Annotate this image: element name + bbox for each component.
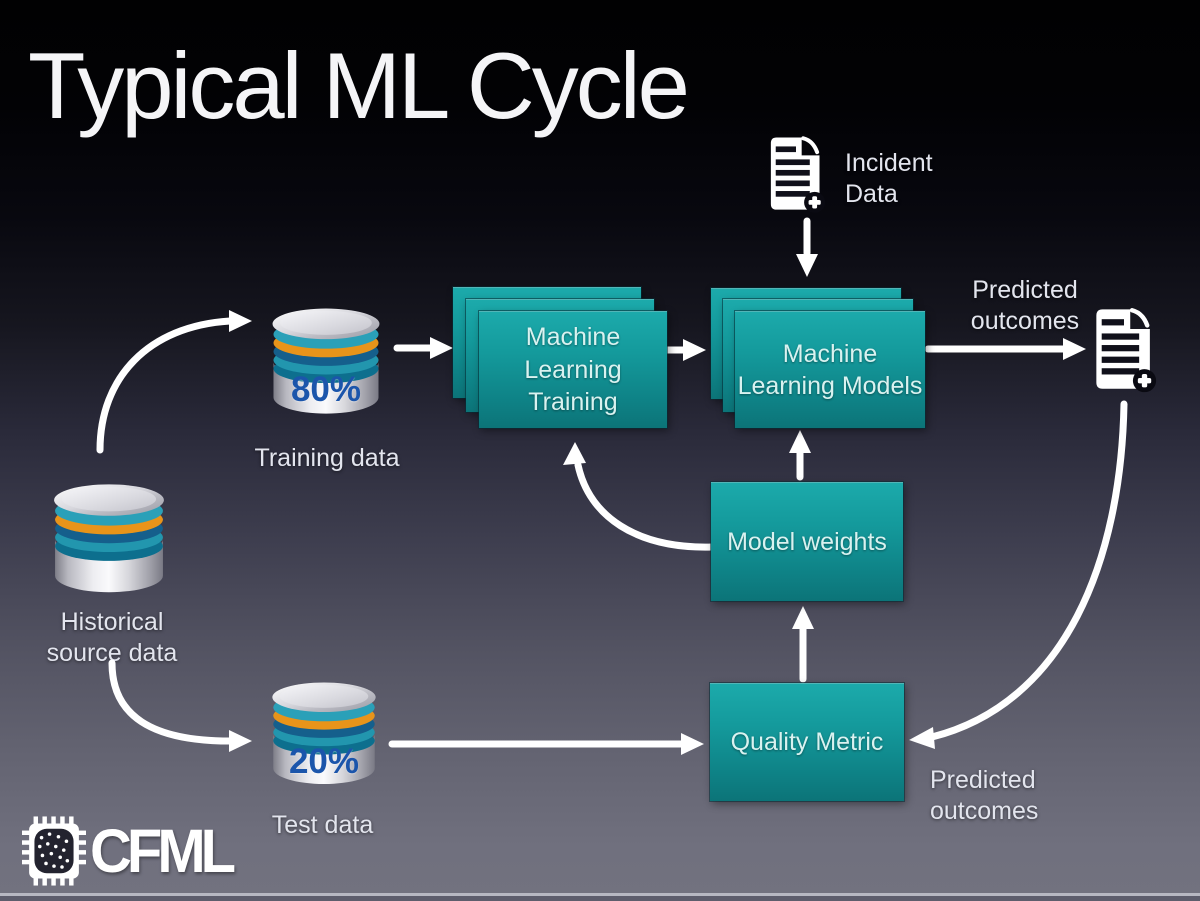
historical-source-database-icon xyxy=(40,453,178,605)
predicted-outcomes-top-label: Predicted outcomes xyxy=(970,276,1080,336)
training-data-label: Training data xyxy=(254,444,400,472)
arrow-incident-to-ml-models-icon xyxy=(796,217,818,277)
incident-data-label: Incident Data xyxy=(845,149,933,209)
arrow-ml-models-to-outcomes-icon xyxy=(924,338,1086,360)
chip-brain-icon xyxy=(22,816,86,886)
quality-metric-box: Quality Metric xyxy=(709,682,905,802)
arrow-historical-to-test-icon xyxy=(108,659,252,752)
predicted-outcomes-document-plus-icon xyxy=(1091,303,1157,396)
quality-metric-label: Quality Metric xyxy=(730,728,884,757)
test-data-label: Test data xyxy=(271,811,374,839)
training-percent: 80% xyxy=(290,369,362,409)
model-weights-label: Model weights xyxy=(727,527,887,556)
arrow-quality-to-weights-icon xyxy=(792,606,814,683)
ml-models-label: Machine Learning Models xyxy=(737,339,923,401)
arrow-test-to-quality-icon xyxy=(388,733,704,755)
stack-layer-front: Machine Learning Models xyxy=(734,310,926,429)
slide-title: Typical ML Cycle xyxy=(28,33,690,138)
training-data-database-icon: 80% xyxy=(262,278,390,426)
predicted-outcomes-bottom-label: Predicted outcomes xyxy=(930,766,1039,826)
cfml-logo: CFML xyxy=(22,816,236,886)
bottom-edge xyxy=(0,896,1200,901)
ml-training-label: Machine Learning Training xyxy=(524,323,622,417)
arrow-outcomes-to-quality-icon xyxy=(909,400,1128,749)
arrow-training-data-to-ml-training-icon xyxy=(393,337,453,359)
arrow-weights-to-ml-models-icon xyxy=(789,430,811,481)
stack-layer-front: Machine Learning Training xyxy=(478,310,668,429)
incident-data-document-plus-icon xyxy=(766,130,826,218)
arrow-weights-to-ml-training-icon xyxy=(563,442,716,551)
logo-text: CFML xyxy=(90,816,236,886)
arrow-historical-to-training-icon xyxy=(96,310,252,454)
model-weights-box: Model weights xyxy=(710,481,904,602)
test-percent: 20% xyxy=(288,741,360,781)
test-data-database-icon: 20% xyxy=(262,653,386,796)
bottom-divider xyxy=(0,893,1200,896)
